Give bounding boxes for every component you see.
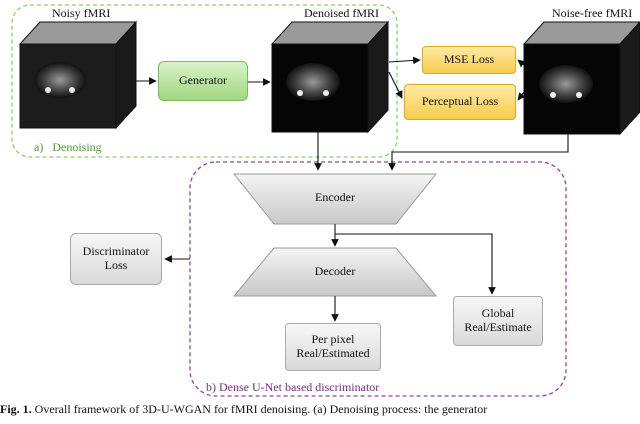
arrow-noisefree-to-perceptual [517,91,526,101]
noise-free-fmri-label: Noise-free fMRI [552,6,633,20]
denoising-section-label: a) Denoising [34,140,102,154]
arrow-noisefree-to-mse [517,59,526,68]
arrow-denoised-to-perceptual [388,71,403,99]
mse-loss-label: MSE Loss [443,52,495,67]
perceptual-loss-label: Perceptual Loss [421,94,499,109]
denoised-fmri-label: Denoised fMRI [304,6,379,20]
per-pixel-output-label: Per pixel Real/Estimated [296,332,370,360]
perceptual-loss-block: Perceptual Loss [404,84,516,120]
global-output-block: Global Real/Estimate [453,296,543,346]
arrow-encoder-to-global [335,233,496,295]
decoder-shape [232,247,438,297]
global-output-label: Global Real/Estimate [464,306,532,334]
discriminator-section-label: b) Dense U-Net based discriminator [206,380,380,394]
discriminator-loss-label: Discriminator Loss [82,244,150,272]
mse-loss-block: MSE Loss [422,46,516,74]
connectors [136,56,569,322]
arrow-noisefree-to-encoder [388,134,569,171]
denoising-section-border [11,4,398,158]
decoder-label: Decoder [314,264,356,278]
figure-caption: Fig. 1. Overall framework of 3D-U-WGAN f… [0,402,640,424]
discriminator-loss-block: Discriminator Loss [70,233,162,285]
encoder-label: Encoder [315,190,355,204]
per-pixel-output-block: Per pixel Real/Estimated [285,323,381,371]
noise-free-fmri-cube [522,21,640,136]
encoder-shape [232,173,438,225]
generator-block: Generator [158,61,248,101]
arrow-denoised-to-mse [388,56,421,65]
noisy-fmri-cube [18,20,138,130]
discriminator-section-border [189,161,567,397]
caption-text: Overall framework of 3D-U-WGAN for fMRI … [34,402,488,416]
noisy-fmri-label: Noisy fMRI [52,6,111,20]
generator-label: Generator [179,73,227,88]
denoised-fmri-cube [270,20,390,134]
caption-fig-label: Fig. 1. [0,402,32,416]
